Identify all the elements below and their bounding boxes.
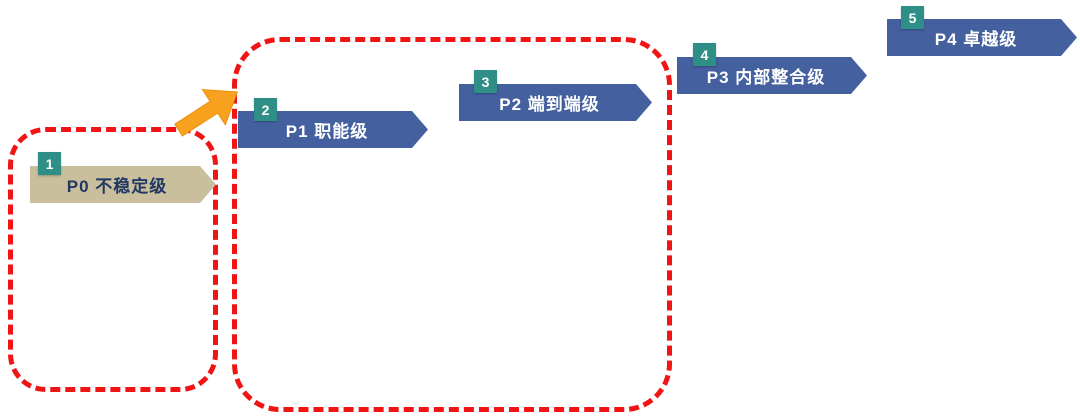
level-badge: 5 — [901, 6, 924, 29]
level-label: P3 内部整合级 — [706, 68, 826, 87]
level-badge: 4 — [693, 43, 716, 66]
level-banner-p1: P1 职能级 — [238, 111, 428, 148]
level-label: P0 不稳定级 — [66, 177, 168, 196]
level-badge: 3 — [474, 70, 497, 93]
level-banner-p2: P2 端到端级 — [459, 84, 652, 121]
level-label: P2 端到端级 — [499, 95, 600, 114]
level-banner-p0: P0 不稳定级 — [30, 166, 216, 203]
level-badge: 2 — [254, 98, 277, 121]
level-label: P4 卓越级 — [934, 30, 1018, 49]
level-label: P1 职能级 — [285, 122, 369, 141]
dashed-group-p0 — [8, 127, 218, 392]
dashed-group-p1-p2 — [232, 37, 672, 412]
level-badge: 1 — [38, 152, 61, 175]
